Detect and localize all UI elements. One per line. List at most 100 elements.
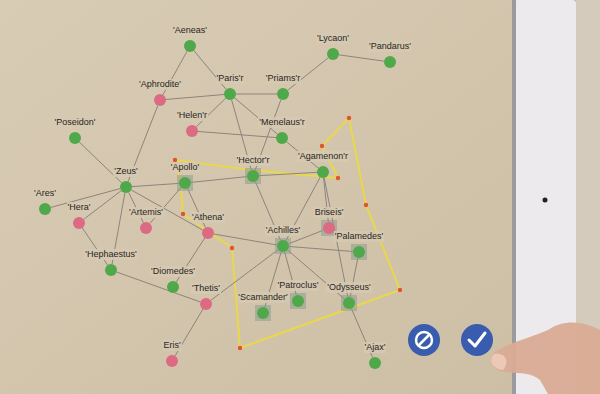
node-label: 'Menelaus'r	[258, 117, 305, 128]
node-circle	[384, 56, 396, 68]
node-circle	[257, 307, 269, 319]
node-marker	[103, 262, 119, 278]
node-label: Eris'	[162, 340, 181, 351]
selection-square	[290, 293, 306, 309]
character-node: 'Helen'r	[176, 110, 208, 139]
node-marker	[165, 279, 181, 295]
node-marker	[177, 175, 193, 191]
node-marker	[152, 92, 168, 108]
character-node: 'Aphrodite'	[138, 79, 182, 108]
node-label: 'Diomedes'	[150, 266, 196, 277]
node-marker	[184, 123, 200, 139]
selection-square	[177, 175, 193, 191]
node-circle	[167, 281, 179, 293]
node-label: 'Hector'r	[236, 155, 271, 166]
node-marker	[182, 38, 198, 54]
node-circle	[202, 227, 214, 239]
node-marker	[138, 220, 154, 236]
node-marker	[255, 305, 271, 321]
node-circle	[120, 181, 132, 193]
node-label: 'Scamander'	[237, 292, 288, 303]
lasso-point	[347, 116, 351, 120]
relation-line	[235, 98, 278, 134]
node-label: 'Artemis'	[128, 207, 164, 218]
character-node: 'Scamander'	[237, 292, 288, 321]
cancel-button	[408, 324, 440, 356]
fingernail	[491, 354, 506, 370]
node-marker	[325, 46, 341, 62]
ban-icon	[416, 332, 432, 348]
node-circle	[277, 240, 289, 252]
bezel-edge	[512, 0, 516, 394]
node-label: 'Achilles'	[265, 225, 301, 236]
node-circle	[277, 88, 289, 100]
node-circle	[353, 246, 365, 258]
node-label: 'Ares'	[33, 188, 57, 199]
node-marker	[382, 54, 398, 70]
node-circle	[247, 170, 259, 182]
lasso-point	[320, 144, 324, 148]
node-marker	[341, 295, 357, 311]
selection-square	[255, 305, 271, 321]
relation-line	[191, 177, 247, 183]
relation-line	[150, 188, 181, 224]
node-marker	[367, 355, 383, 371]
character-node: 'Aeneas'	[172, 25, 208, 54]
lasso-point	[398, 288, 402, 292]
node-label: 'Hephaestus'	[84, 249, 137, 260]
node-label: 'Apollo'	[170, 162, 200, 173]
lasso-selection	[175, 118, 400, 348]
confirm-button	[461, 324, 493, 356]
node-marker	[200, 225, 216, 241]
character-node: 'Apollo'	[170, 162, 200, 191]
node-marker	[164, 353, 180, 369]
node-label: 'Pandarus'	[368, 41, 412, 52]
node-marker	[290, 293, 306, 309]
node-circle	[317, 166, 329, 178]
character-node: 'Lycaon'	[316, 33, 350, 62]
character-node: 'Zeus'	[113, 166, 138, 195]
node-circle	[343, 297, 355, 309]
character-node: 'Pandarus'	[368, 41, 412, 70]
node-circle	[200, 298, 212, 310]
character-node: 'Achilles'	[265, 225, 301, 254]
lasso-point	[336, 176, 340, 180]
node-label: 'Odysseus'	[326, 282, 371, 293]
character-node: 'Poseidon'	[54, 117, 97, 146]
character-node: 'Ajax'	[364, 342, 387, 371]
selection-square	[245, 168, 261, 184]
node-marker	[351, 244, 367, 260]
node-marker	[37, 201, 53, 217]
node-circle	[186, 125, 198, 137]
node-marker	[245, 168, 261, 184]
character-node: 'Diomedes'	[150, 266, 196, 295]
ban-icon	[419, 335, 430, 346]
lasso-point	[364, 203, 368, 207]
node-label: 'Aeneas'	[172, 25, 208, 36]
node-marker	[67, 130, 83, 146]
node-circle	[154, 94, 166, 106]
node-circle	[140, 222, 152, 234]
node-circle	[224, 88, 236, 100]
character-node: 'Hera'	[67, 202, 92, 231]
node-label: 'Patroclus'	[277, 280, 320, 291]
relation-line	[259, 172, 317, 175]
character-node: 'Paris'r	[216, 73, 245, 102]
character-node: Eris'	[162, 340, 181, 369]
node-circle	[166, 355, 178, 367]
node-label: 'Zeus'	[113, 166, 138, 177]
character-node: 'Agamenon'r	[297, 151, 349, 180]
character-node: 'Hephaestus'	[84, 249, 137, 278]
character-node: 'Menelaus'r	[258, 117, 305, 146]
node-label: 'Palamedes'	[334, 231, 384, 242]
lasso-point	[230, 246, 234, 250]
character-node: 'Odysseus'	[326, 282, 371, 311]
node-marker	[274, 130, 290, 146]
node-circle	[73, 217, 85, 229]
character-node: 'Thetis'	[191, 283, 221, 312]
node-marker	[198, 296, 214, 312]
node-label: 'Agamenon'r	[297, 151, 349, 162]
node-label: 'Thetis'	[191, 283, 221, 294]
